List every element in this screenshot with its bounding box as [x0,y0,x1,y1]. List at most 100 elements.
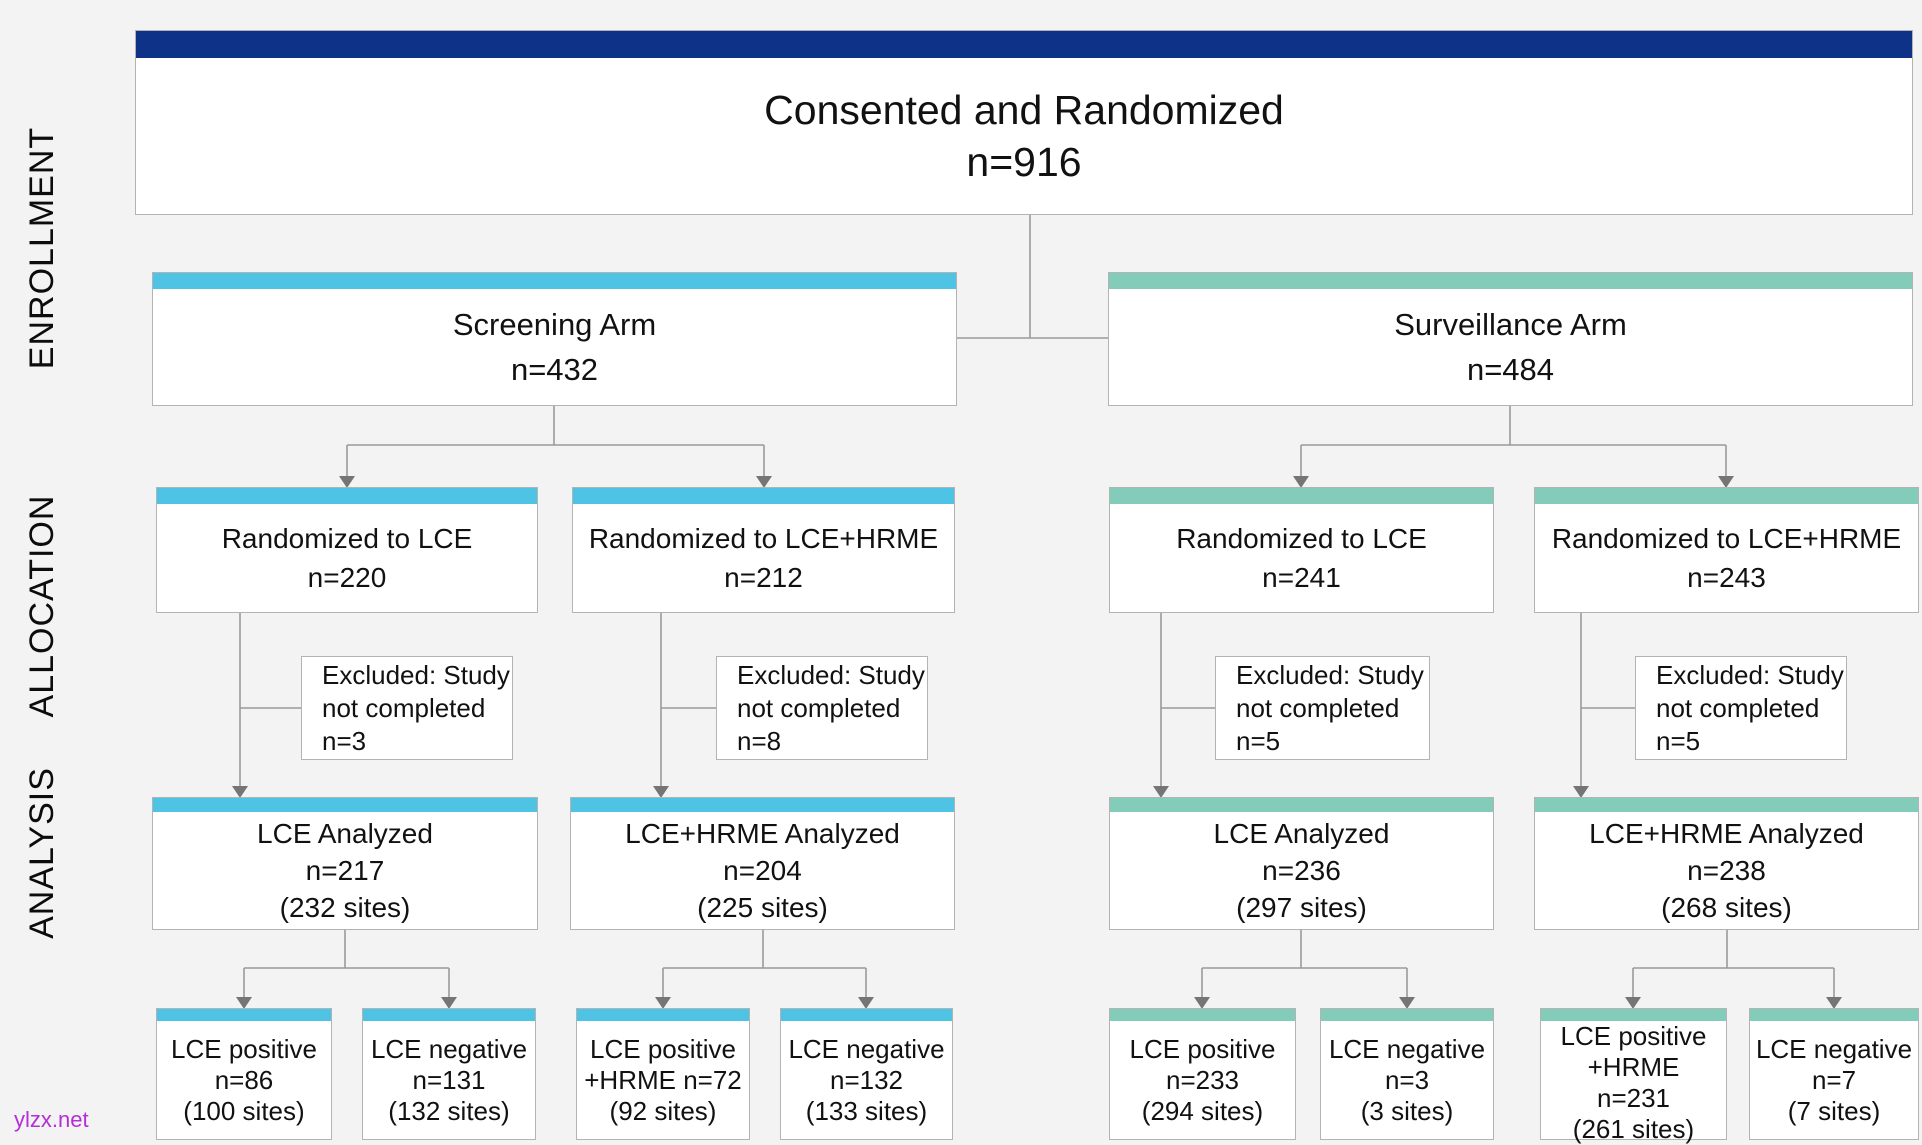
accent-bar [153,798,537,812]
text-line: LCE negative [1328,1033,1486,1064]
node-text: Excluded: Study not completed n=8 [717,657,927,759]
accent-bar [571,798,954,812]
node-surveillance-arm: Surveillance Arm n=484 [1108,272,1913,406]
text-line: LCE negative [1755,1033,1913,1064]
node-text: LCE Analyzed n=217 (232 sites) [153,812,537,929]
text-line: n=231 [1596,1083,1671,1113]
node-outcome-screening-lce-hrme-negative: LCE negative n=132 (133 sites) [780,1008,953,1140]
stage-label-analysis: ANALYSIS [22,767,61,939]
node-outcome-screening-lce-negative: LCE negative n=131 (132 sites) [362,1008,536,1140]
text-line: +HRME [1587,1052,1680,1082]
node-text: Surveillance Arm n=484 [1109,289,1912,405]
text-line: (232 sites) [279,892,411,923]
accent-bar [1541,1009,1726,1021]
enrollment-accent-bar [136,31,1912,58]
accent-bar [363,1009,535,1021]
node-text: LCE+HRME Analyzed n=204 (225 sites) [571,812,954,929]
node-outcome-surveillance-lce-negative: LCE negative n=3 (3 sites) [1320,1008,1494,1140]
node-text: LCE+HRME Analyzed n=238 (268 sites) [1535,812,1918,929]
text-line: n=233 [1165,1064,1240,1095]
node-outcome-screening-lce-hrme-positive: LCE positive +HRME n=72 (92 sites) [576,1008,750,1140]
text-line: Screening Arm [452,307,657,342]
connector-branch-surveillance-lce [1153,613,1215,798]
text-line: LCE positive [171,1033,317,1064]
node-excluded-surveillance-lce: Excluded: Study not completed n=5 [1215,656,1430,760]
node-text: Randomized to LCE+HRME n=243 [1535,504,1918,612]
connector-outcomes-surveillance-lce [1194,930,1415,1009]
connector-top-to-arms [957,215,1108,339]
text-line: Consented and Randomized [764,87,1284,133]
node-analyzed-screening-lce-hrme: LCE+HRME Analyzed n=204 (225 sites) [570,797,955,930]
text-line: (297 sites) [1236,892,1367,923]
text-line: Randomized to LCE+HRME [1551,523,1902,554]
accent-bar [577,1009,749,1021]
node-outcome-surveillance-lce-hrme-negative: LCE negative n=7 (7 sites) [1749,1008,1919,1140]
node-text: Randomized to LCE n=241 [1110,504,1493,612]
text-line: Surveillance Arm [1394,307,1627,342]
node-text: LCE positive +HRME n=231 (261 sites) [1541,1021,1726,1145]
node-randomized-screening-lce-hrme: Randomized to LCE+HRME n=212 [572,487,955,613]
node-outcome-surveillance-lce-hrme-positive: LCE positive +HRME n=231 (261 sites) [1540,1008,1727,1144]
connector-branch-surveillance-lce-hrme [1573,613,1635,798]
text-line: n=8 [737,725,782,756]
node-text: Excluded: Study not completed n=5 [1636,657,1846,759]
text-line: n=5 [1236,725,1281,756]
connector-outcomes-screening-lce [236,930,457,1009]
accent-bar [1750,1009,1918,1021]
text-line: Excluded: Study [1656,659,1844,690]
watermark-link[interactable]: ylzx.net [14,1107,89,1132]
text-line: (225 sites) [697,892,828,923]
accent-bar [573,488,954,504]
node-text: Excluded: Study not completed n=3 [302,657,512,759]
node-consented-randomized: Consented and Randomized n=916 [135,30,1913,215]
text-line: not completed [1236,692,1400,723]
connector-surveillance-split [1293,406,1734,488]
node-text: LCE positive n=86 (100 sites) [157,1021,331,1139]
node-text: LCE positive n=233 (294 sites) [1110,1021,1295,1139]
text-line: (3 sites) [1360,1095,1454,1126]
node-randomized-surveillance-lce: Randomized to LCE n=241 [1109,487,1494,613]
node-excluded-screening-lce-hrme: Excluded: Study not completed n=8 [716,656,928,760]
connector-branch-screening-lce-hrme [653,613,716,798]
text-line: n=7 [1811,1064,1857,1095]
connector-branch-screening-lce [232,613,301,798]
text-line: (294 sites) [1141,1095,1264,1126]
text-line: (7 sites) [1787,1095,1881,1126]
text-line: LCE positive [1560,1021,1707,1051]
node-excluded-screening-lce: Excluded: Study not completed n=3 [301,656,513,760]
node-screening-arm: Screening Arm n=432 [152,272,957,406]
node-text: Consented and Randomized n=916 [136,58,1912,214]
text-line: (92 sites) [609,1095,717,1126]
node-text: Excluded: Study not completed n=5 [1216,657,1429,759]
text-line: n=212 [724,562,803,593]
text-line: n=243 [1687,562,1766,593]
node-text: LCE negative n=3 (3 sites) [1321,1021,1493,1139]
node-analyzed-screening-lce: LCE Analyzed n=217 (232 sites) [152,797,538,930]
text-line: not completed [1656,692,1820,723]
node-text: Randomized to LCE n=220 [157,504,537,612]
text-line: n=5 [1656,725,1701,756]
stage-label-enrollment: ENROLLMENT [22,126,61,370]
node-text: LCE positive +HRME n=72 (92 sites) [577,1021,749,1139]
accent-bar [1110,798,1493,812]
text-line: (133 sites) [805,1095,928,1126]
node-analyzed-surveillance-lce: LCE Analyzed n=236 (297 sites) [1109,797,1494,930]
text-line: Excluded: Study [737,659,925,690]
text-line: Randomized to LCE [1176,523,1427,554]
text-line: Randomized to LCE+HRME [588,523,939,554]
accent-bar [781,1009,952,1021]
accent-bar [1110,1009,1295,1021]
text-line: (132 sites) [388,1095,510,1126]
node-outcome-screening-lce-positive: LCE positive n=86 (100 sites) [156,1008,332,1140]
text-line: not completed [737,692,901,723]
text-line: (261 sites) [1572,1114,1695,1144]
text-line: (268 sites) [1661,892,1792,923]
text-line: n=241 [1262,562,1341,593]
text-line: LCE positive [1129,1033,1276,1064]
text-line: LCE+HRME Analyzed [625,818,900,849]
text-line: n=131 [412,1064,486,1095]
node-text: LCE negative n=132 (133 sites) [781,1021,952,1139]
text-line: LCE positive [590,1033,736,1064]
node-excluded-surveillance-lce-hrme: Excluded: Study not completed n=5 [1635,656,1847,760]
